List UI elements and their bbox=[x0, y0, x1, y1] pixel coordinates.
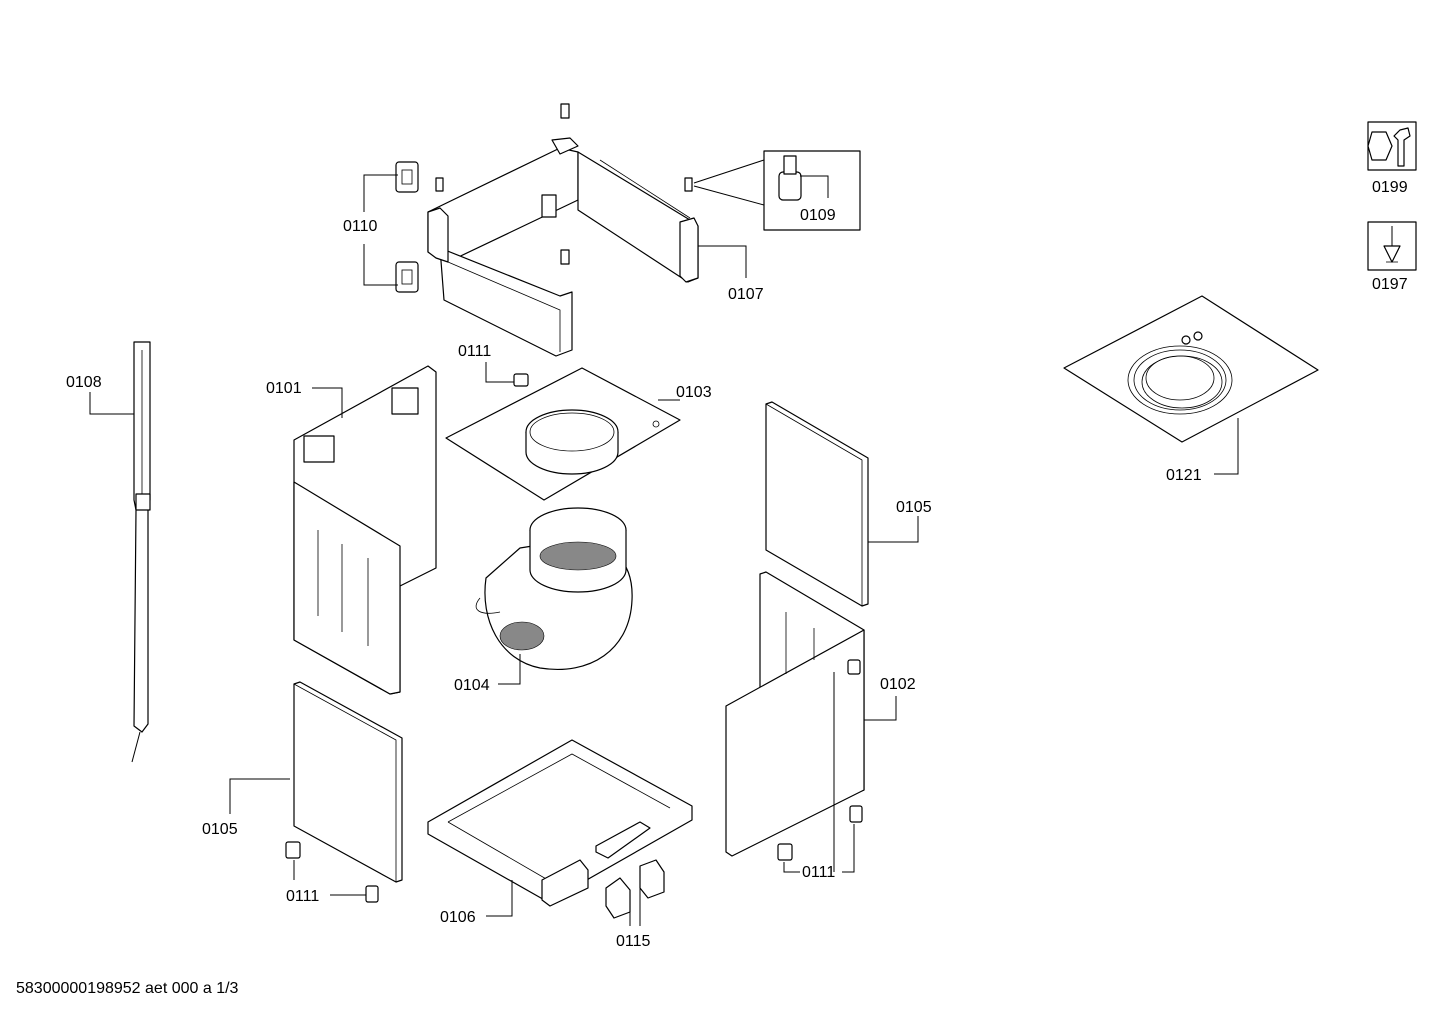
label-0199: 0199 bbox=[1372, 179, 1408, 196]
tube-part-0108 bbox=[131, 341, 151, 763]
base-frame-part bbox=[427, 739, 693, 907]
cable-bag-part bbox=[1063, 295, 1319, 443]
fan-motor-part bbox=[475, 507, 633, 670]
cover-panel-0105-upper bbox=[765, 401, 869, 607]
wrench-icon bbox=[1367, 121, 1417, 171]
label-0109: 0109 bbox=[800, 207, 836, 224]
side-panel-0101 bbox=[293, 365, 437, 695]
clip-parts-0111 bbox=[285, 672, 863, 903]
label-0102: 0102 bbox=[880, 676, 916, 693]
screw-parts bbox=[435, 103, 693, 265]
detail-box-0109 bbox=[693, 150, 861, 231]
screwdriver-icon bbox=[1367, 221, 1417, 271]
side-panel-0102 bbox=[725, 571, 865, 857]
label-0115: 0115 bbox=[616, 933, 651, 950]
foot-parts-0115 bbox=[605, 859, 665, 926]
label-0101: 0101 bbox=[266, 380, 302, 397]
label-0105-lower: 0105 bbox=[202, 821, 238, 838]
label-0121: 0121 bbox=[1166, 467, 1202, 484]
clip-parts-0110 bbox=[363, 161, 419, 293]
label-0104: 0104 bbox=[454, 677, 490, 694]
label-0197: 0197 bbox=[1372, 276, 1408, 293]
document-footer-code: 58300000198952 aet 000 a 1/3 bbox=[16, 980, 239, 997]
label-0111-right: 0111 bbox=[802, 864, 835, 881]
cover-panel-0105-lower bbox=[293, 681, 403, 883]
label-0103: 0103 bbox=[676, 384, 712, 401]
label-0106: 0106 bbox=[440, 909, 476, 926]
top-plate-part bbox=[445, 367, 681, 501]
label-0107: 0107 bbox=[728, 286, 764, 303]
label-0111-left: 0111 bbox=[286, 888, 319, 905]
label-0108: 0108 bbox=[66, 374, 102, 391]
label-0105-upper: 0105 bbox=[896, 499, 932, 516]
label-0111-top: 0111 bbox=[458, 343, 491, 360]
label-0110: 0110 bbox=[343, 218, 378, 235]
top-frame-part bbox=[427, 137, 699, 357]
